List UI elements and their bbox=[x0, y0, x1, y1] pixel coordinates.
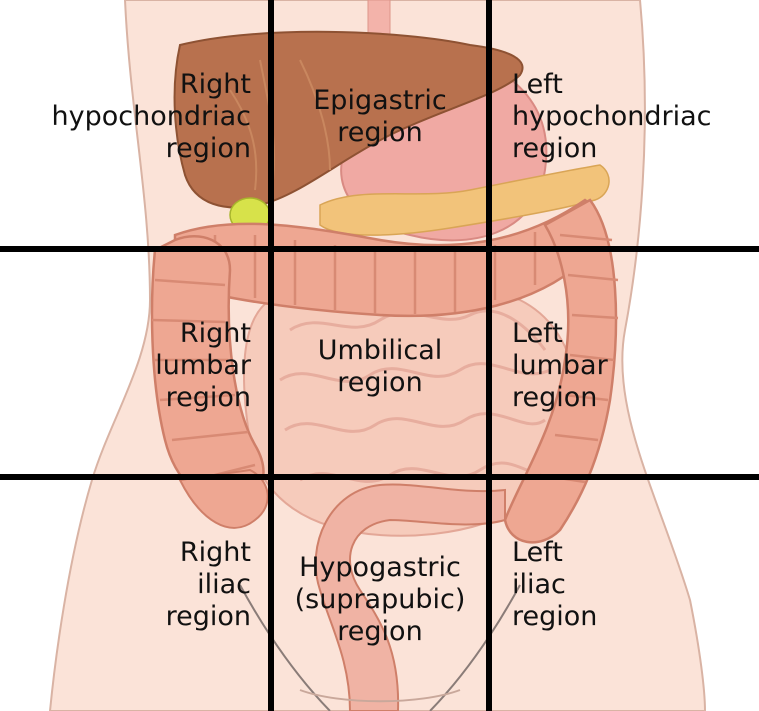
sigmoid-colon bbox=[314, 483, 506, 711]
hypogastric-label: Hypogastric(suprapubic)region bbox=[294, 552, 466, 647]
pubic-curve bbox=[299, 689, 461, 703]
descending-colon bbox=[503, 198, 618, 544]
pancreas bbox=[319, 164, 610, 236]
right-groin-line bbox=[429, 584, 521, 711]
ascending-colon-haustra bbox=[151, 278, 256, 482]
liver bbox=[173, 30, 524, 209]
left-groin-line bbox=[239, 584, 331, 711]
descending-colon-haustra bbox=[539, 233, 619, 484]
